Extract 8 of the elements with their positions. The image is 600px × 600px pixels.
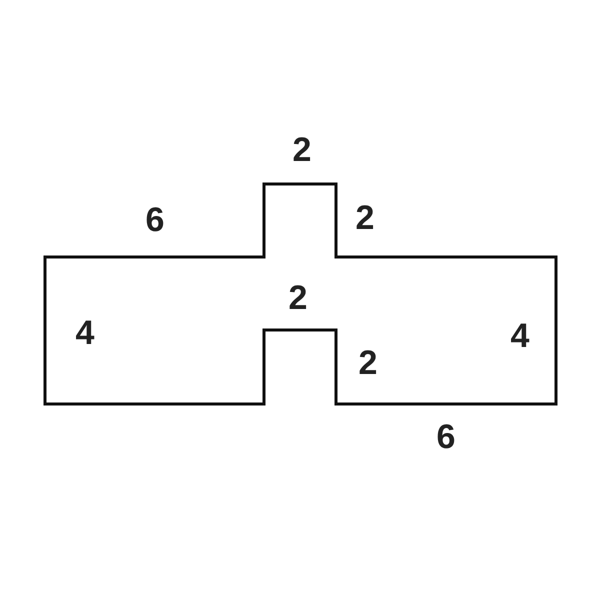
dimension-label: 4 <box>76 315 94 351</box>
dimension-label: 6 <box>436 419 456 455</box>
dimension-label: 2 <box>356 200 374 236</box>
dimension-label: 4 <box>510 318 530 354</box>
dimension-label: 2 <box>292 132 312 168</box>
dimension-label: 6 <box>146 202 164 238</box>
dimension-label: 2 <box>358 345 378 381</box>
dimension-label: 2 <box>288 280 308 316</box>
